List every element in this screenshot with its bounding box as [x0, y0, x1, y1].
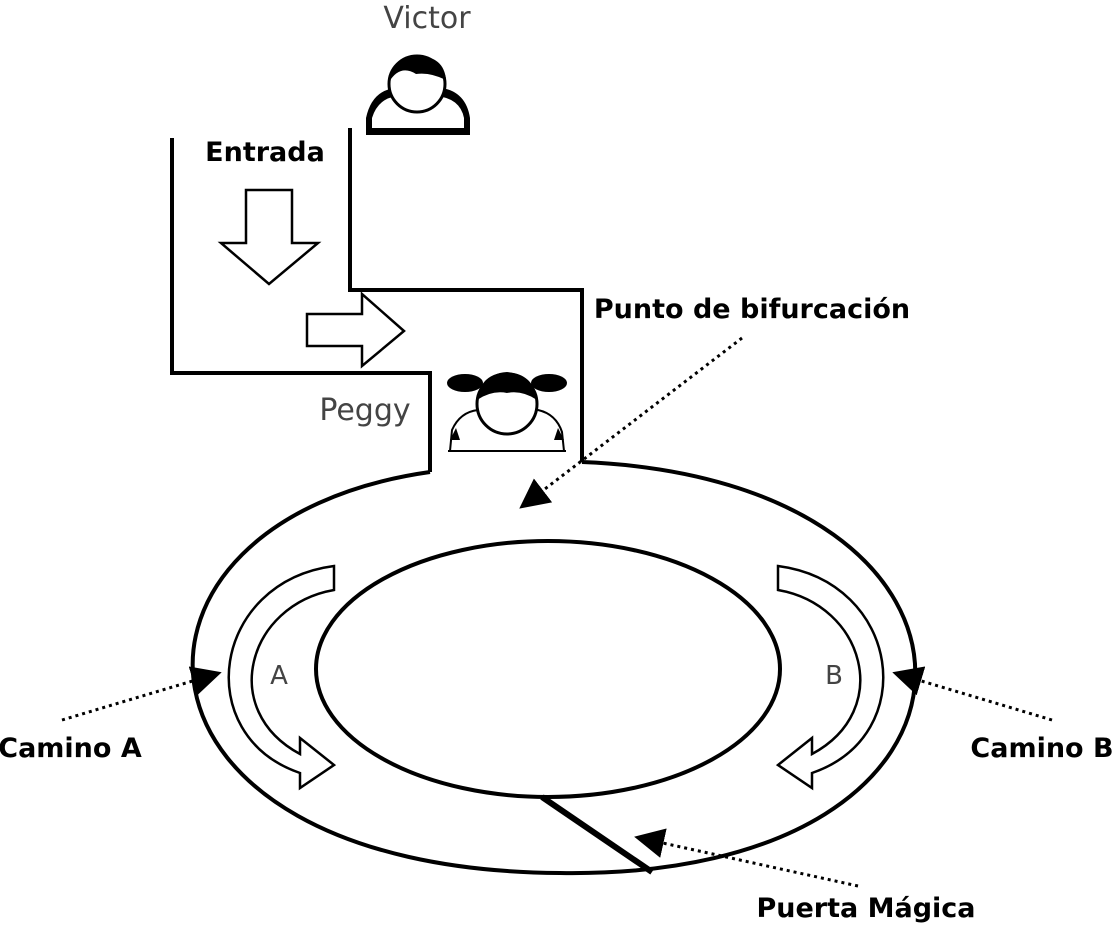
down-arrow-icon [217, 188, 322, 286]
camino-b-label: Camino B [970, 733, 1113, 764]
puerta-pointer [634, 828, 859, 888]
right-arrow-icon [305, 291, 406, 369]
path-a-letter: A [270, 661, 288, 691]
cave-left-wall [170, 138, 432, 472]
entrada-label: Entrada [205, 137, 325, 168]
cave-outer-wall [190, 460, 918, 876]
camino-b-pointer [892, 666, 1053, 722]
cave-right-wall [348, 128, 584, 462]
camino-a-label: Camino A [0, 733, 142, 764]
camino-a-pointer [61, 666, 222, 722]
path-a-curved-arrow-icon [227, 564, 337, 791]
path-b-curved-arrow-icon [775, 564, 885, 791]
victor-label: Victor [383, 1, 471, 36]
cave-inner-rock [314, 539, 782, 799]
victor-person-icon [366, 54, 470, 135]
peggy-label: Peggy [319, 393, 410, 428]
bifurcacion-label: Punto de bifurcación [594, 294, 910, 325]
puerta-label: Puerta Mágica [756, 893, 975, 924]
peggy-person-icon [447, 372, 567, 452]
magic-door [540, 794, 654, 875]
path-b-letter: B [825, 661, 843, 691]
